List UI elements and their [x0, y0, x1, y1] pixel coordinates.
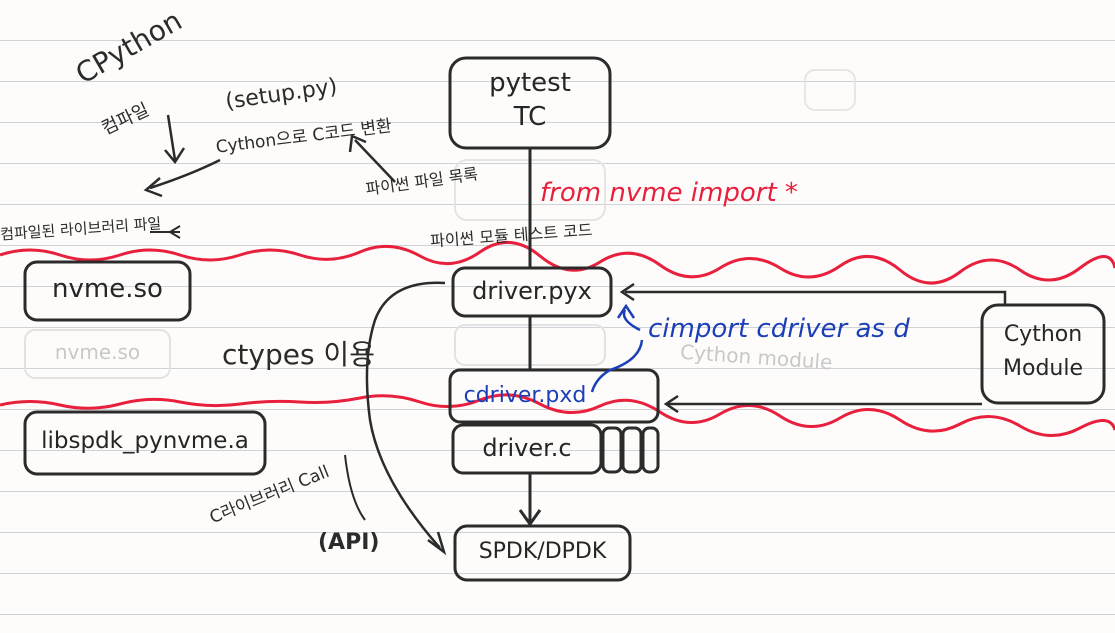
libspdk-label: libspdk_pynvme.a	[41, 428, 249, 454]
c-call-curve	[344, 454, 366, 521]
ctypes-curve	[365, 281, 446, 549]
note-curve	[354, 139, 396, 183]
nvme-so-faint-label: nvme.so	[54, 340, 141, 364]
arrow-left-icon	[663, 394, 679, 414]
driver-c-label: driver.c	[482, 434, 572, 462]
nvme-so-box	[23, 260, 192, 322]
driver-c-tab-2	[621, 426, 643, 474]
red-separator-bottom	[0, 393, 1115, 438]
arrow-down-icon	[518, 509, 542, 527]
api-label: (API)	[318, 530, 380, 555]
module-to-pyx-line	[625, 290, 1007, 305]
from-import-label: from nvme import *	[540, 178, 798, 208]
arrow-left-icon	[143, 177, 163, 198]
libspdk-box	[23, 410, 267, 476]
nvme-so-label: nvme.so	[52, 274, 163, 304]
compile-curve	[149, 158, 221, 190]
spdk-label: SPDK/DPDK	[478, 539, 607, 564]
driver-c-tab-3	[641, 426, 660, 474]
arrow-up-icon	[348, 134, 367, 153]
driver-c-box	[451, 423, 603, 475]
cimport-label: cimport cdriver as d	[648, 314, 910, 344]
spdk-box	[453, 524, 632, 582]
cython-module-label: Cython Module	[1003, 322, 1083, 381]
ctypes-label: ctypes 이용	[222, 338, 375, 371]
arrow-right-icon	[427, 531, 447, 556]
cython-module-box	[980, 303, 1106, 405]
arrow-down-icon	[164, 147, 186, 165]
faint-nvme-box	[24, 329, 171, 379]
cdriver-pxd-box	[448, 368, 660, 424]
driver-pyx-box	[451, 266, 613, 318]
arrow-left-icon	[168, 225, 181, 239]
driver-c-tab-1	[601, 426, 623, 474]
faint-box-3	[804, 69, 856, 111]
arrow-up-icon	[616, 303, 636, 319]
cimport-connector	[590, 309, 644, 393]
cpython-arrow	[166, 114, 177, 161]
pytest-box-label: pytest TC	[489, 68, 571, 132]
arrow-left-icon	[619, 282, 635, 302]
cdriver-pxd-label: cdriver.pxd	[463, 383, 587, 408]
driver-pyx-label: driver.pyx	[472, 277, 592, 305]
